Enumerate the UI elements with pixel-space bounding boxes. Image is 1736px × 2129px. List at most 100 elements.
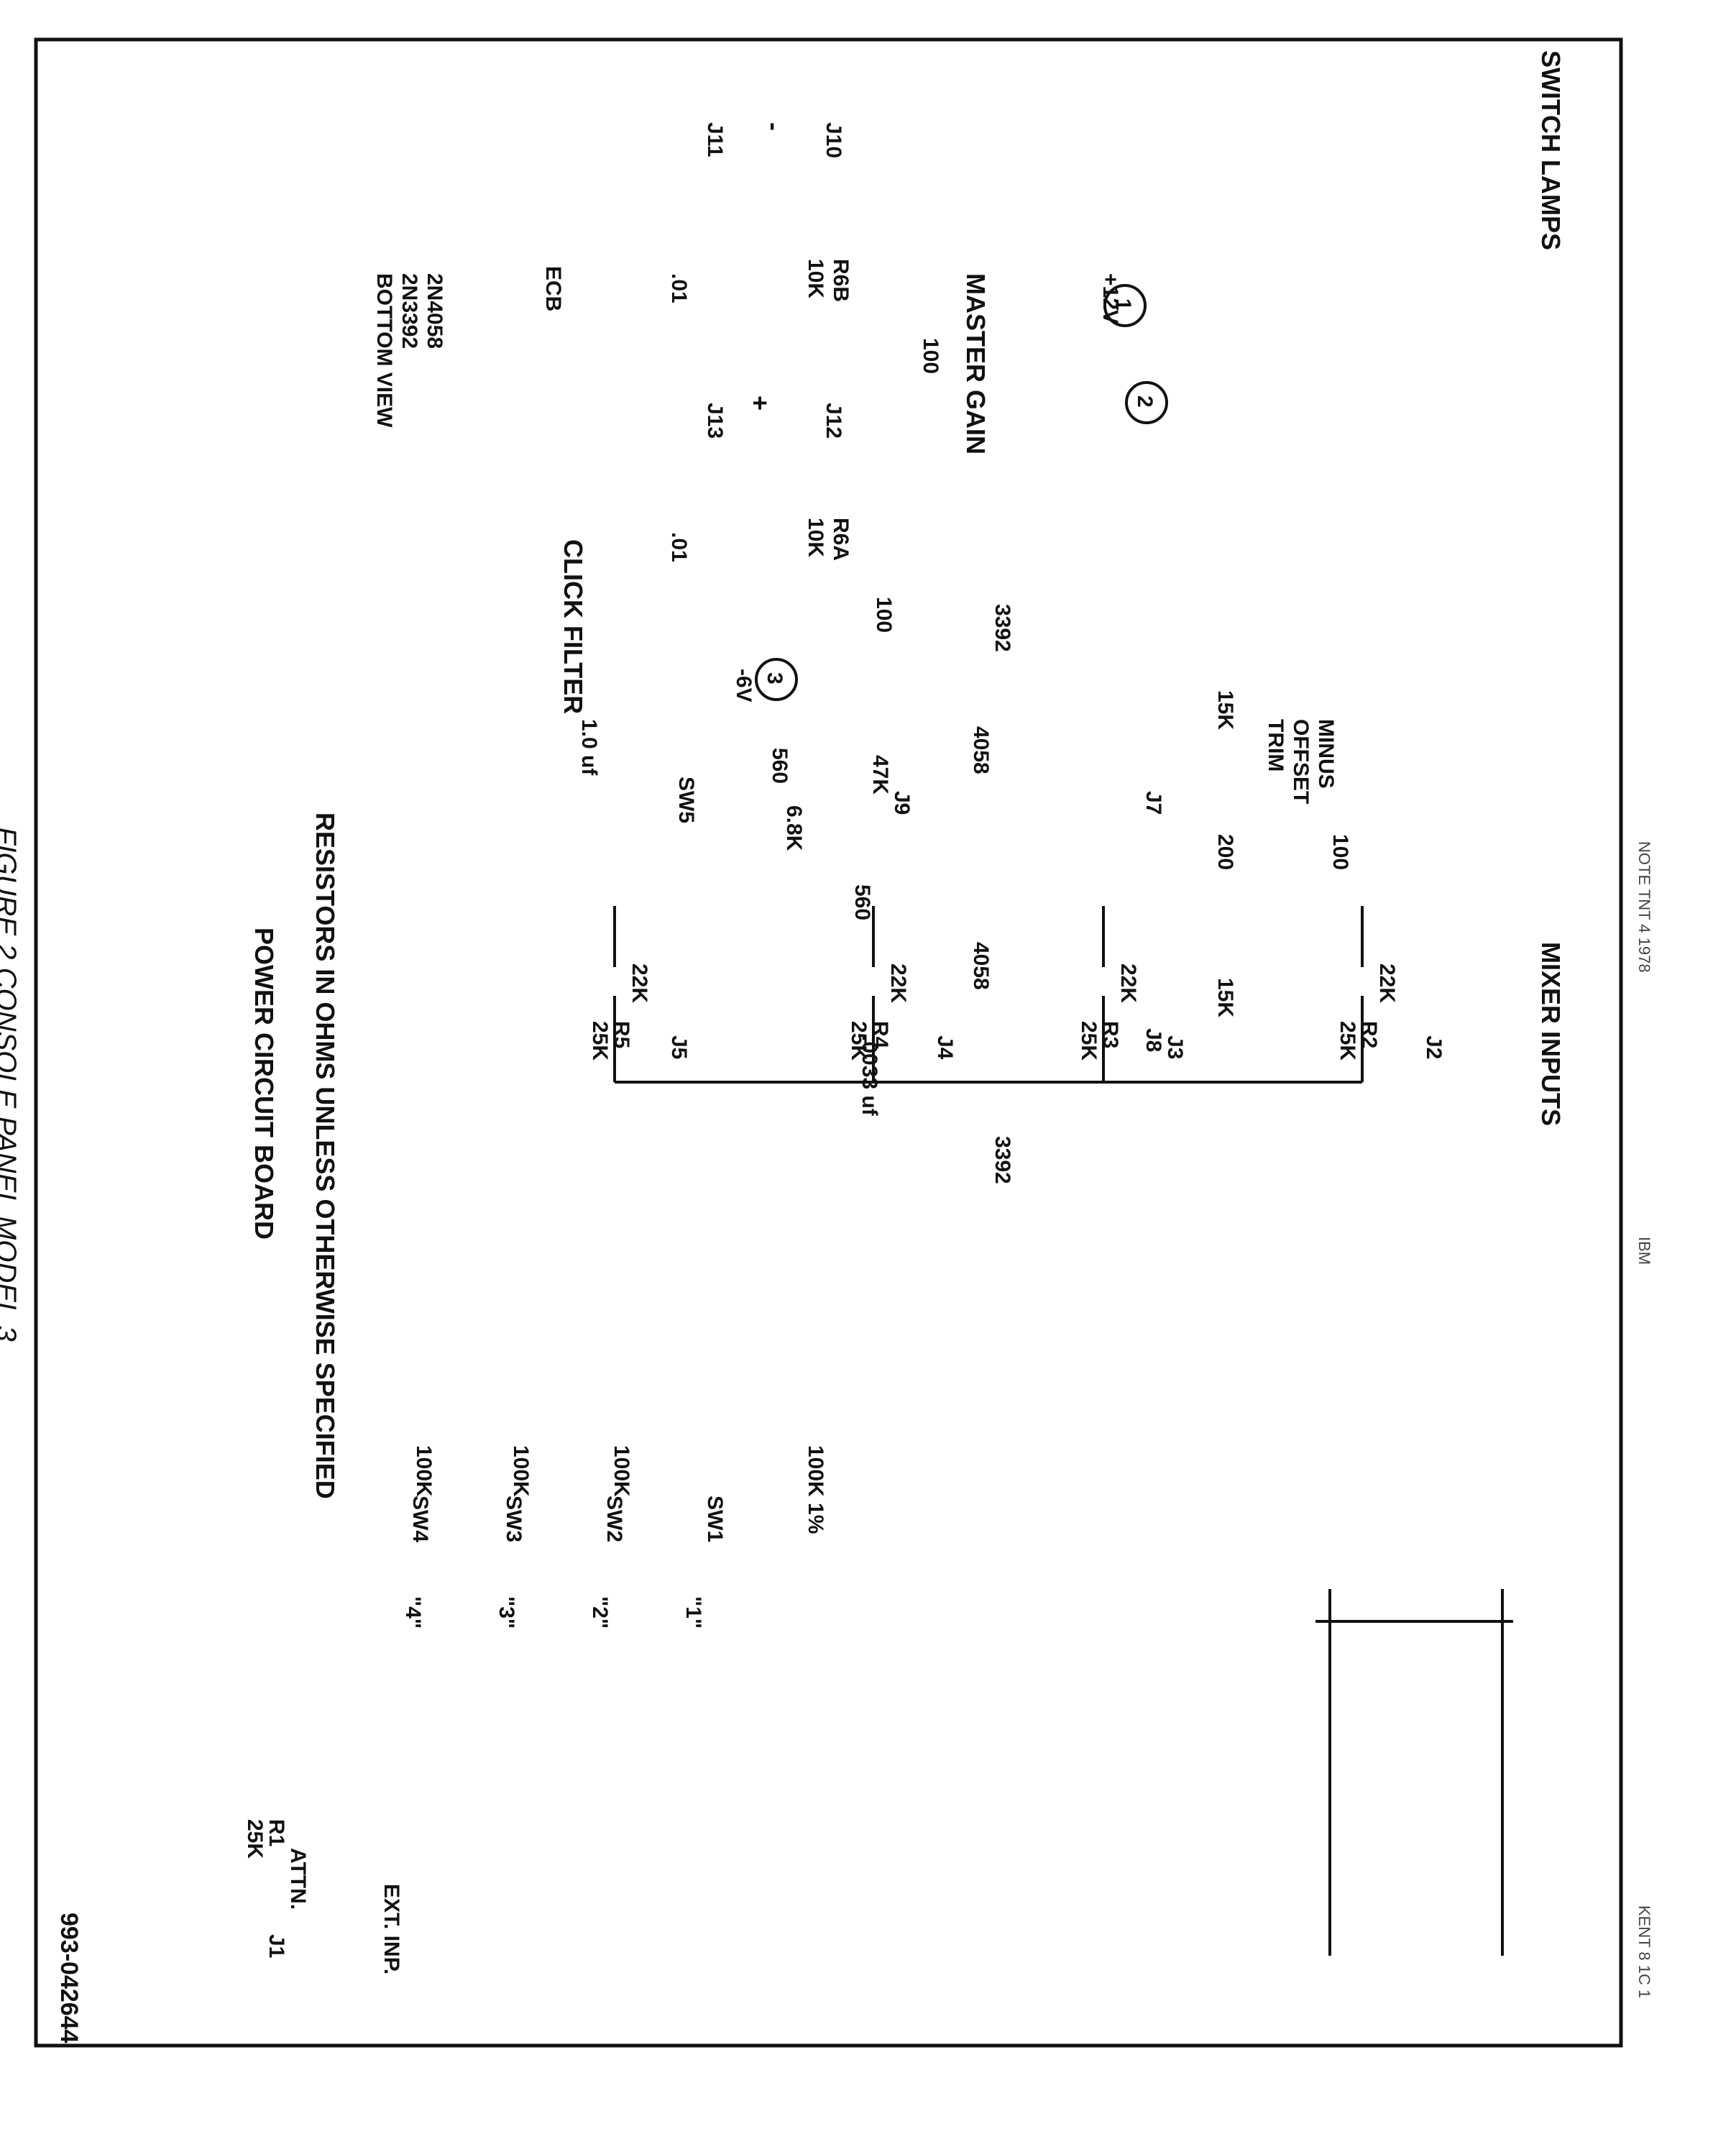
- transistor-4058-top: 4058: [969, 726, 993, 774]
- pinout-part-2: 2N3392: [398, 273, 421, 349]
- channel-j3: J3 R3 25K 22K: [1077, 906, 1187, 1082]
- terminal-2-label: 2: [1133, 395, 1157, 408]
- pot-r4-value: 25K: [847, 1021, 871, 1061]
- sw2-resistor: 100K: [610, 1445, 633, 1497]
- mixer-inputs-title: MIXER INPUTS: [1536, 942, 1566, 1126]
- res-200: 200: [1213, 834, 1237, 870]
- res-22k-4: 22K: [628, 963, 651, 1003]
- res-15k-bottom: 15K: [1213, 978, 1237, 1017]
- terminal-3-label: 3: [763, 672, 786, 685]
- jack-j10: J10: [822, 122, 845, 158]
- pot-r3: R3: [1098, 1021, 1122, 1048]
- res-6-8k: 6.8K: [782, 805, 806, 851]
- margin-mark-1: KENT 8 1C 1: [1635, 1905, 1653, 1998]
- pinout-letters: ECB: [541, 266, 565, 311]
- pot-r3-value: 25K: [1077, 1021, 1101, 1061]
- supply-plus12: +12V: [1098, 273, 1122, 324]
- sw1-label: SW1: [703, 1496, 727, 1542]
- document-number: 993-042644: [55, 1913, 83, 2043]
- pot-r6a-value: 10K: [804, 518, 827, 557]
- sw3-label: SW3: [502, 1496, 525, 1542]
- channel-j2: J2 R2 25K 22K: [1336, 906, 1446, 1082]
- trim-100: 100: [1328, 834, 1352, 870]
- jack-j1: J1: [265, 1934, 288, 1958]
- terminal-2: [1125, 381, 1168, 424]
- note-pcb-legend: POWER CIRCUIT BOARD: [249, 928, 279, 1240]
- sw2-label: SW2: [602, 1496, 626, 1542]
- minus-offset-trim-2: OFFSET: [1289, 719, 1313, 804]
- pot-r6b: R6B: [829, 259, 853, 302]
- res-560-a: 560: [850, 884, 874, 920]
- res-22k-3: 22K: [886, 963, 910, 1003]
- margin-mark-2: IBM: [1635, 1237, 1653, 1265]
- minus-offset-trim-3: TRIM: [1264, 719, 1287, 772]
- jack-j3: J3: [1163, 1035, 1187, 1059]
- transistor-3392-bottom: 3392: [991, 1136, 1014, 1184]
- jack-j4: J4: [933, 1035, 957, 1060]
- pot-r2-value: 25K: [1336, 1021, 1359, 1061]
- polarity-minus: -: [760, 122, 789, 131]
- sw3-resistor: 100K: [509, 1445, 533, 1497]
- polarity-plus: +: [745, 395, 775, 411]
- note-resistors: RESISTORS IN OHMS UNLESS OTHERWISE SPECI…: [311, 812, 340, 1499]
- sw4-label: SW4: [408, 1496, 432, 1542]
- channel-j5: J5 R5 25K 22K: [588, 906, 694, 1084]
- sw4-resistor: 100K: [412, 1445, 436, 1497]
- terminal-1-label: 1: [1111, 298, 1135, 311]
- pot-r6b-value: 10K: [804, 259, 827, 298]
- res-47k: 47K: [868, 755, 892, 795]
- pot-r1-value: 25K: [243, 1819, 267, 1859]
- res-100-b: 100: [919, 338, 942, 374]
- external-input: EXT. INP. ATTN. J1 R1 25K: [243, 1819, 403, 1974]
- pot-r5-value: 25K: [588, 1021, 612, 1061]
- cap-01-a: .01: [667, 532, 691, 562]
- page-border: [34, 37, 1623, 2048]
- mixer-amplifier: MIXER INPUTS J2 R2 25K 22K J3 R3 25K 22K…: [588, 906, 1566, 1126]
- click-filter-title: CLICK FILTER: [559, 539, 588, 714]
- lamp-jacks: J7 J8 J9: [890, 791, 1165, 1052]
- selector-switches: SW1 SW2 SW3 SW4 "1" "2" "3" "4" 100K 1% …: [401, 1445, 827, 1629]
- jack-j13: J13: [703, 403, 727, 439]
- jack-j5: J5: [667, 1035, 691, 1059]
- pot-r1: R1: [265, 1819, 288, 1846]
- transistor-pinout: ECB 2N4058 2N3392 BOTTOM VIEW: [372, 266, 565, 428]
- transistor-3392-top: 3392: [991, 604, 1014, 652]
- terminal-1: [1103, 284, 1147, 327]
- switch-lamps-block: SWITCH LAMPS: [1315, 50, 1566, 1956]
- minus-offset-trim-1: MINUS: [1314, 719, 1338, 789]
- pot-r6a: R6A: [829, 518, 853, 561]
- jack-j2: J2: [1422, 1035, 1446, 1059]
- output-jacks: J10 J11 J12 J13 - +: [703, 122, 845, 439]
- sw1-position: "1": [681, 1596, 705, 1629]
- cap-01-b: .01: [667, 273, 691, 303]
- sw3-position: "3": [495, 1596, 518, 1629]
- master-gain-title: MASTER GAIN: [961, 273, 991, 454]
- cap-1uf: 1.0 uf: [577, 719, 601, 776]
- cap-0033: .0033 uf: [858, 1035, 881, 1117]
- res-560-b: 560: [768, 748, 791, 784]
- jack-j9: J9: [890, 791, 914, 815]
- pot-r5: R5: [610, 1021, 633, 1048]
- ext-inp-title: EXT. INP.: [380, 1884, 403, 1974]
- margin-mark-3: NOTE TNT 4 1978: [1635, 841, 1653, 973]
- pinout-part-1: 2N4058: [423, 273, 446, 349]
- channel-j4: J4 R4 25K 22K: [847, 906, 957, 1082]
- jack-j12: J12: [822, 403, 845, 439]
- res-22k-2: 22K: [1116, 963, 1140, 1003]
- res-100-a: 100: [872, 597, 896, 633]
- supply-minus6: -6V: [732, 669, 756, 702]
- transistor-4058-bottom: 4058: [969, 942, 993, 990]
- sw2-position: "2": [588, 1596, 612, 1629]
- sw5-label: SW5: [674, 777, 698, 823]
- res-22k-1: 22K: [1375, 963, 1399, 1003]
- terminal-3: [755, 658, 798, 701]
- jack-j7: J7: [1142, 791, 1165, 815]
- attn-title: ATTN.: [286, 1848, 310, 1910]
- figure-caption: FIGURE 2 CONSOLE PANEL MODEL 3: [0, 827, 22, 1342]
- jack-j11: J11: [703, 122, 727, 157]
- sw1-resistor: 100K 1%: [804, 1445, 827, 1534]
- lamp-array: [1328, 1589, 1504, 1956]
